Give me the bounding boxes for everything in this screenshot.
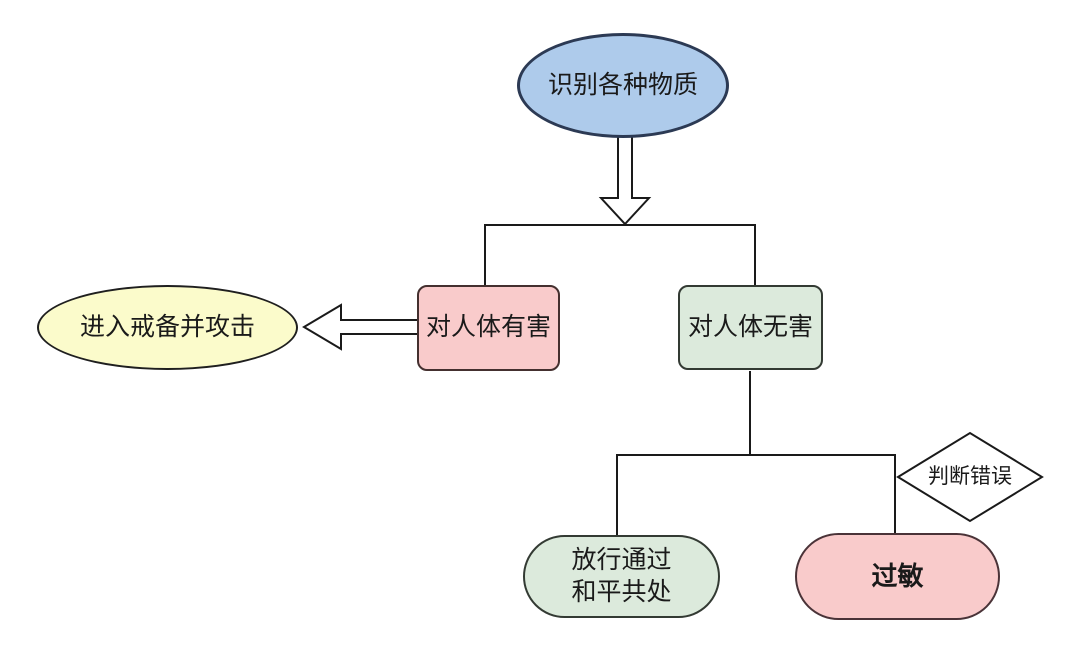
branch-line-top	[484, 224, 756, 285]
arrow-left-icon	[302, 303, 420, 351]
node-identify-substances: 识别各种物质	[517, 33, 729, 138]
node-harmless-label: 对人体无害	[687, 312, 813, 341]
node-pass-coexist: 放行通过 和平共处	[523, 535, 720, 618]
node-alert-and-attack: 进入戒备并攻击	[37, 285, 298, 370]
node-pass-label-line2: 和平共处	[571, 577, 672, 606]
node-identify-label: 识别各种物质	[547, 70, 698, 99]
node-pass-label-line1: 放行通过	[571, 546, 672, 575]
node-allergy: 过敏	[795, 533, 1000, 620]
diamond-shape	[896, 431, 1044, 523]
node-harmless-to-body: 对人体无害	[678, 285, 823, 370]
node-harmful-to-body: 对人体有害	[417, 285, 560, 371]
node-allergy-label: 过敏	[871, 561, 924, 592]
node-harmful-label: 对人体有害	[425, 313, 551, 342]
arrow-down-icon	[598, 135, 652, 226]
node-misjudgement-label: 判断错误	[928, 464, 1012, 488]
node-misjudgement: 判断错误	[898, 433, 1042, 521]
branch-line-bottom	[616, 454, 896, 535]
node-attack-label: 进入戒备并攻击	[79, 312, 255, 341]
